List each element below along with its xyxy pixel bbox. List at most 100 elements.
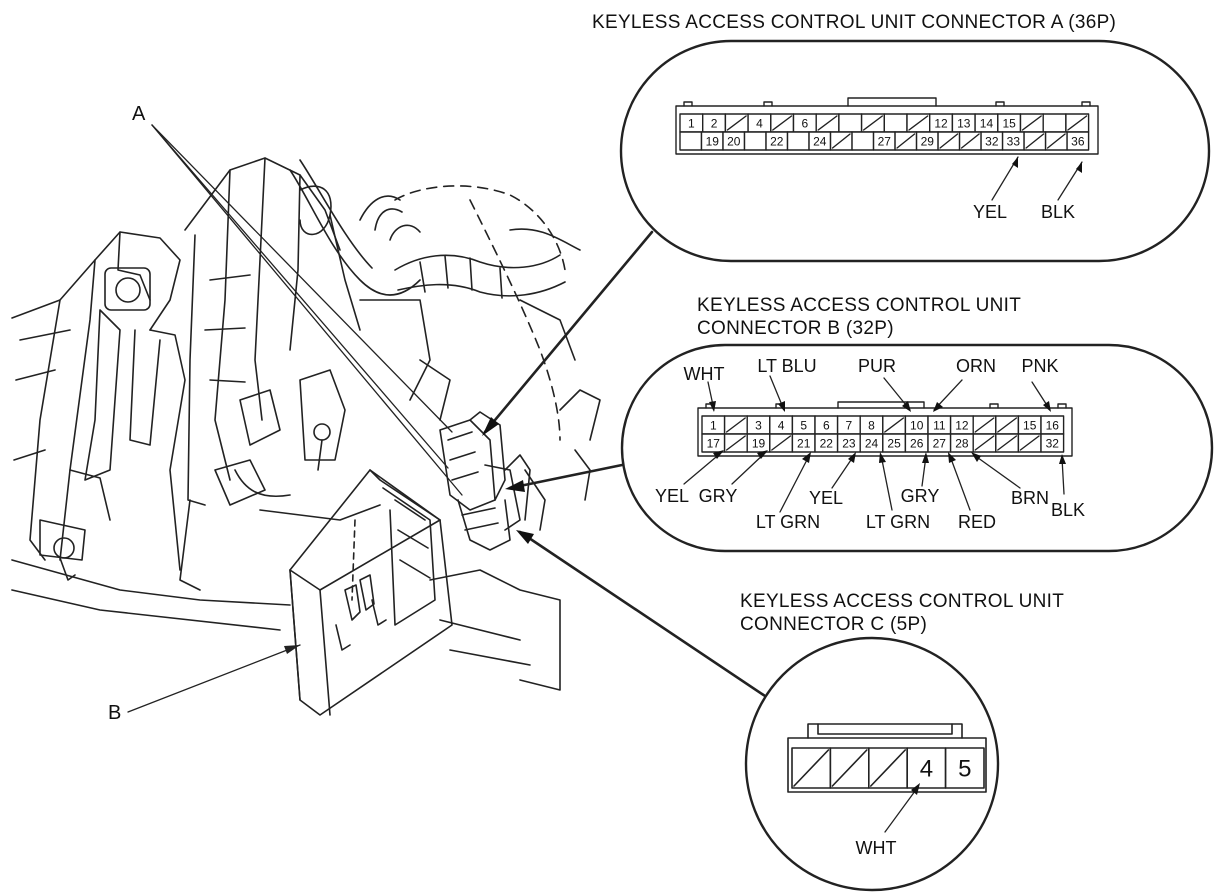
connector-b-pin-number: 8 [868,418,875,432]
connector-a-blank-mark [939,133,959,149]
connector-b-cell [1040,433,1065,453]
connector-b-wire-label: LT GRN [755,512,821,532]
connector-c-pin-number: 5 [958,756,971,783]
connector-b-pin-number: 16 [1046,418,1060,432]
connector-a-cell [838,113,863,133]
connector-b-wire-label: RED [957,512,997,532]
connector-b-blank-mark [884,417,905,433]
connector-c-title-line1: KEYLESS ACCESS CONTROL UNIT [740,591,1065,612]
connector-a-cell [786,131,810,151]
connector-b-pin-number: 26 [910,436,924,450]
arrowheads [482,417,534,544]
connector-a-pin-number: 1 [688,116,695,130]
connector-b-pin-number: 22 [820,436,834,450]
connector-a-wire-label: YEL [972,202,1008,222]
connector-b-title-line2: CONNECTOR B (32P) [697,318,894,339]
connector-b-wire-label: PNK [1021,356,1059,376]
connector-b-wire-label: YEL [654,486,690,506]
connector-a-cell [1066,131,1090,151]
callout-a: A [132,103,146,125]
connector-b-pin-number: 1 [710,418,717,432]
connector-b-pin-number: 24 [865,436,879,450]
connector-b-wire-label: GRY [900,486,940,506]
connector-b-pin-number: 6 [823,418,830,432]
connector-b-pin-number: 3 [755,418,762,432]
connector-a-blank-mark [908,115,929,131]
connector-b-blank-mark [974,417,995,433]
connector-b-pin-number: 12 [955,418,969,432]
connector-a-pin-number: 2 [711,116,718,130]
connector-a-blank-mark [831,133,851,149]
unit-connectors [439,411,531,551]
connector-b-wire-label: LT BLU [757,356,817,376]
connector-a-blank-mark [726,115,747,131]
connector-a-cell [1042,113,1067,133]
connector-b-pin-number: 28 [955,436,969,450]
connector-a-pin-number: 13 [957,116,971,130]
connector-a-cell [679,131,703,151]
connector-b-pin-number: 11 [933,418,946,432]
connector-c-blank-mark [869,749,907,787]
connector-b-pin-number: 15 [1023,418,1037,432]
connector-a-blank-mark [960,133,980,149]
connector-b-wire-label: PUR [857,356,897,376]
connector-a-blank-mark [772,115,793,131]
connector-b-wire-label: BLK [1050,500,1086,520]
connector-c-blank-mark [831,749,868,787]
connector-a-cell [883,113,908,133]
connector-a-pin-number: 12 [934,116,948,130]
connector-b-pin-number: 10 [910,418,924,432]
connector-b-pin-number: 27 [933,436,947,450]
connector-c-wire-label: WHT [855,838,897,858]
connector-b-pin-number: 21 [797,436,811,450]
dash-frame [11,157,601,691]
connector-b-pin-number: 5 [800,418,807,432]
connector-b-blank-mark [725,435,746,451]
callout-b: B [108,702,122,724]
connector-b-wire-label: GRY [698,486,738,506]
connector-a-title: KEYLESS ACCESS CONTROL UNIT CONNECTOR A … [592,12,1117,33]
connector-b-pin-number: 25 [887,436,901,450]
connector-a-blank-mark [862,115,883,131]
connector-a-blank-mark [896,133,916,149]
connector-b-pin-number: 19 [752,436,766,450]
connector-a-blank-mark [1067,115,1088,131]
connector-a-blank-mark [1046,133,1066,149]
connector-a-pin-number: 20 [727,134,741,148]
connector-b-pin-number: 4 [778,418,785,432]
connector-b-title-line1: KEYLESS ACCESS CONTROL UNIT [697,295,1022,316]
callout-leaders [127,124,463,713]
pedal-bracket [11,231,186,581]
connector-a-pin-number: 22 [770,134,784,148]
connector-c-cell [944,747,985,789]
connector-a-pin-number: 36 [1071,134,1085,148]
connector-a-pin-number: 14 [980,116,994,130]
connector-a-pin-number: 6 [802,116,809,130]
connector-b-wire-label: LT GRN [865,512,931,532]
connector-a-blank-mark [1025,133,1045,149]
connector-a-blank-mark [817,115,838,131]
connector-b-wire-label: WHT [683,364,725,384]
connector-c-blank-mark [793,749,830,787]
connector-a-pin-number: 19 [706,134,720,148]
connector-a-wire-label: BLK [1040,202,1076,222]
connector-a-pin-number: 27 [878,134,892,148]
connector-c-pin-number: 4 [920,756,933,783]
connector-c-title-line2: CONNECTOR C (5P) [740,614,928,635]
connector-b-blank-mark [1019,435,1040,451]
connector-a-pin-number: 29 [921,134,935,148]
wire-harness [289,159,581,441]
wire-label-arrows [683,156,1083,833]
connector-b-pin-number: 23 [842,436,856,450]
connector-a-pin-number: 4 [756,116,763,130]
connector-a-pin-number: 24 [813,134,827,148]
connector-a-blank-mark [1021,115,1042,131]
connector-b-pin-number: 17 [707,436,721,450]
connector-a-pin-number: 15 [1002,116,1016,130]
connector-a-cell [743,131,767,151]
connector-b-blank-mark [725,417,746,433]
